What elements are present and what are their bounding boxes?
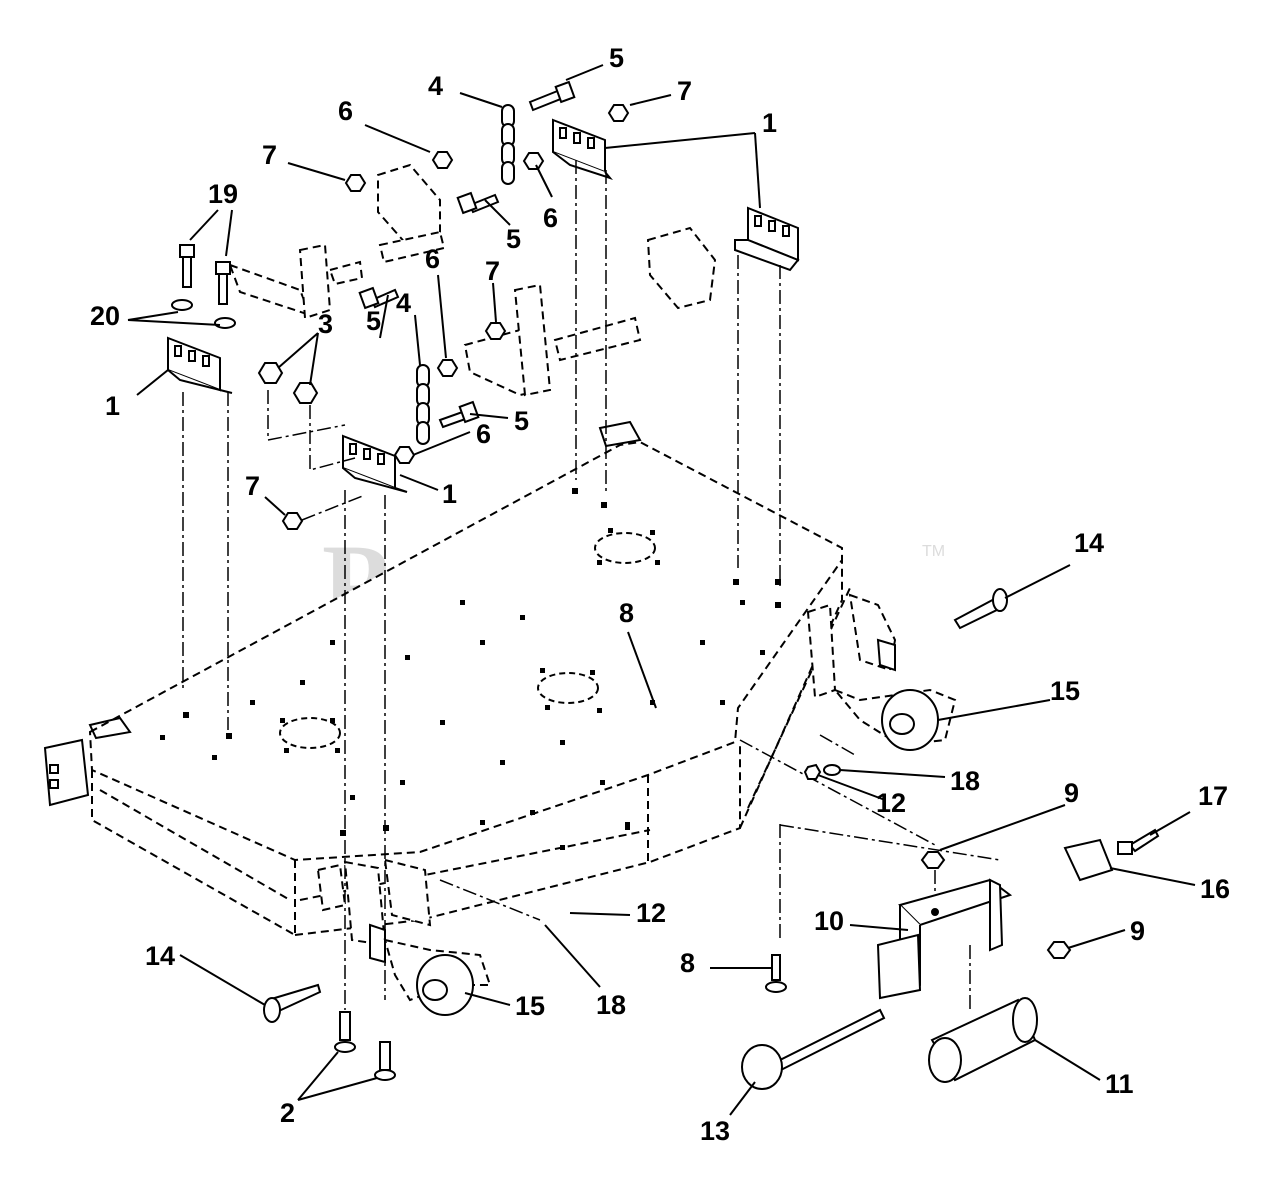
callout-13: 13 (700, 1116, 730, 1146)
callout-7-lower: 7 (245, 471, 260, 501)
callout-16: 16 (1200, 874, 1230, 904)
callout-10: 10 (814, 906, 844, 936)
assembly-guide-lines (182, 160, 1001, 1010)
caster-assembly-right (803, 588, 1008, 780)
trademark-text: TM (922, 543, 945, 560)
hex-nuts (171, 104, 630, 530)
deck-mounting-holes (160, 488, 781, 850)
callout-5-left: 5 (366, 306, 381, 336)
callout-12-right: 12 (876, 788, 906, 818)
callout-3: 3 (318, 309, 333, 339)
callout-5-top: 5 (609, 43, 624, 73)
roller-assembly (741, 828, 1160, 1090)
lift-chains (416, 104, 515, 445)
callout-1-top: 1 (762, 108, 777, 138)
callout-17: 17 (1198, 781, 1228, 811)
callout-6-top: 6 (338, 96, 353, 126)
callout-18-right: 18 (950, 766, 980, 796)
callout-19: 19 (208, 179, 238, 209)
lift-arm-assembly (228, 163, 717, 397)
callout-6-mid: 6 (425, 244, 440, 274)
callout-5-right: 5 (514, 406, 529, 436)
callout-18-left: 18 (596, 990, 626, 1020)
deck-hanger-brackets (167, 118, 800, 493)
callout-6-lower: 6 (476, 419, 491, 449)
callout-6-center: 6 (543, 203, 558, 233)
hex-bolts (179, 80, 576, 429)
caster-assembly-left (263, 858, 492, 1081)
callout-15-right: 15 (1050, 676, 1080, 706)
callout-9-right: 9 (1130, 916, 1145, 946)
callout-14-left: 14 (145, 941, 175, 971)
callout-leaders (127, 64, 1196, 1116)
callout-4-top: 4 (428, 71, 443, 101)
callout-15-left: 15 (515, 991, 545, 1021)
callout-8-lower: 8 (680, 948, 695, 978)
callout-1-mid: 1 (442, 479, 457, 509)
callout-7-top: 7 (677, 76, 692, 106)
callout-7-left: 7 (262, 140, 277, 170)
callout-5-center: 5 (506, 224, 521, 254)
callout-2: 2 (280, 1098, 295, 1128)
callout-14-right: 14 (1074, 528, 1104, 558)
callout-1-left: 1 (105, 391, 120, 421)
callout-labels: 4 5 7 1 6 7 19 6 5 6 7 20 3 4 5 1 5 6 1 … (90, 43, 1230, 1146)
callout-8-deck: 8 (619, 598, 634, 628)
callout-4-mid: 4 (396, 288, 411, 318)
callout-9-top: 9 (1064, 778, 1079, 808)
callout-7-mid: 7 (485, 256, 500, 286)
callout-20: 20 (90, 301, 120, 331)
mower-deck (43, 420, 851, 936)
callout-12-left: 12 (636, 898, 666, 928)
callout-11: 11 (1105, 1069, 1134, 1099)
